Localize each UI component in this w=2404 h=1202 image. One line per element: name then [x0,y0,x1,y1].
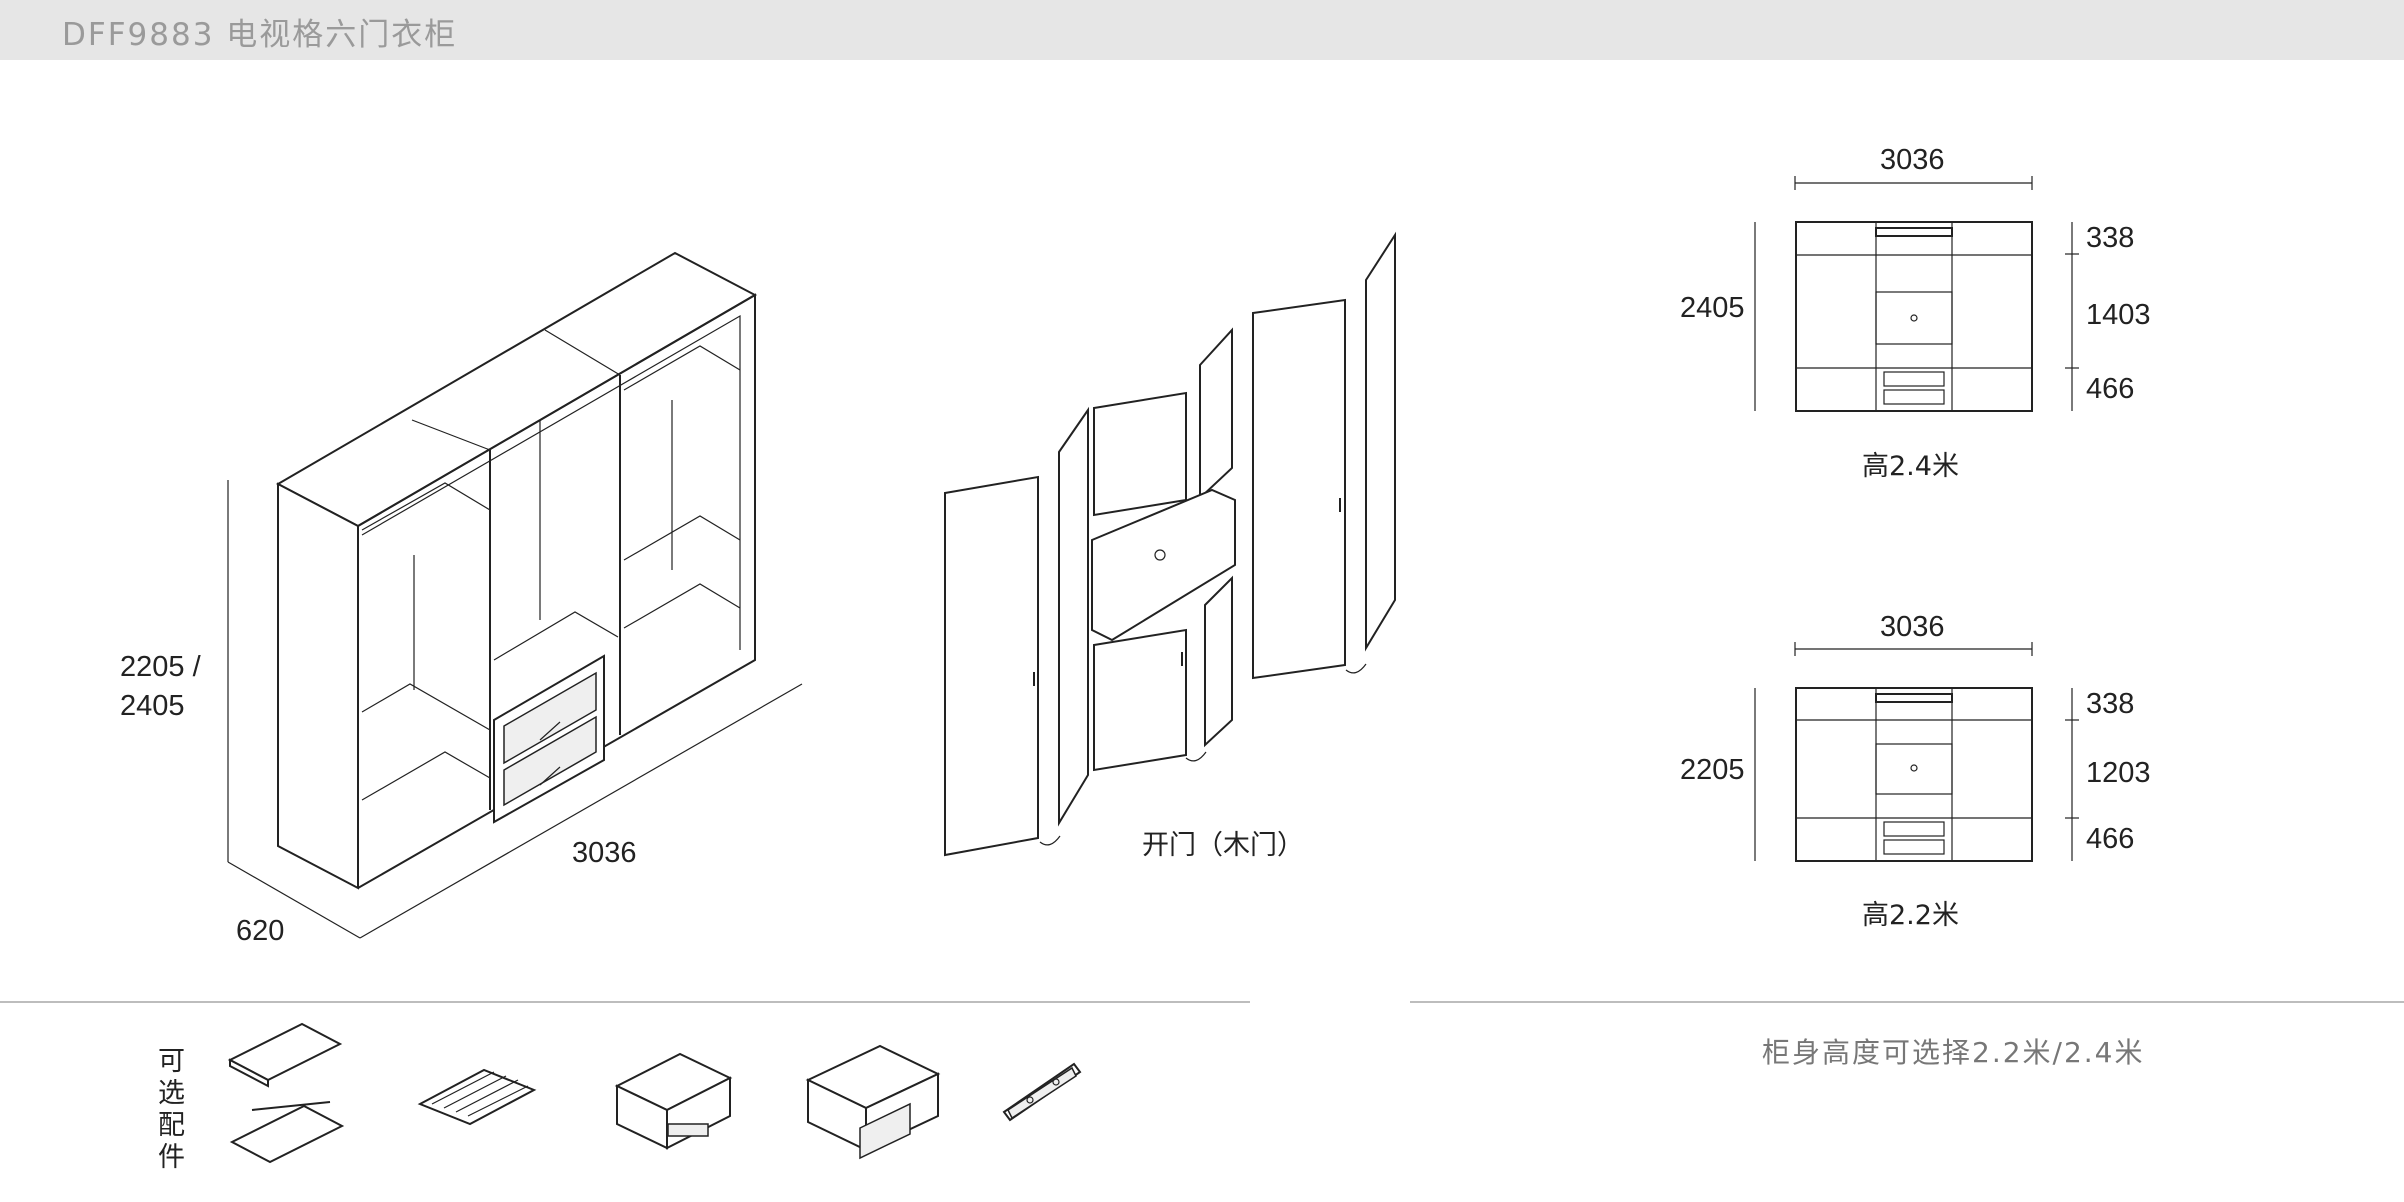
door-panel-upper-left [1093,391,1187,517]
rack-bar-3 [455,1079,519,1113]
height-label-tall: 2405 [1680,292,1745,324]
elevation-short: 3036 2205 338 1203 466 高2.2米 [1680,611,2151,931]
drawer-unit-drawer [859,1102,911,1160]
drawer-2-tall [1883,389,1945,405]
tray-drawer-icon [614,1052,733,1150]
tie-rack-inner [1007,1066,1077,1120]
seg-mid-short: 1203 [2086,757,2151,789]
door-panel-lower-left [1093,628,1187,772]
page-title: DFF9883 电视格六门衣柜 [62,17,458,53]
door-edge-lower [1204,575,1233,748]
width-label-short: 3036 [1880,611,1945,643]
exploded-doors: 开门（木门） [944,231,1396,861]
width-label-tall: 3036 [1880,144,1945,176]
width-label: 3036 [572,837,637,869]
left-bay-lower-shelf [361,751,491,801]
shelf-panels-icon [227,1022,345,1164]
drawer-2-short [1883,839,1945,855]
door-panel-right [1252,298,1346,680]
elevation-body-tall [1795,221,2033,412]
door-panel-1 [944,475,1039,857]
top-seam-left [411,419,491,451]
tv-box [1091,488,1236,642]
caption-tall: 高2.4米 [1862,451,1959,482]
tie-rack-screw-2 [1052,1078,1060,1086]
depth-dimension-line [227,861,361,939]
width-dimension-line [359,683,803,939]
elevation-body-short [1795,687,2033,862]
left-bay-top-shelf [361,482,491,531]
cabinet-left-side [277,482,359,890]
header-bar: DFF9883 电视格六门衣柜 [0,0,2404,60]
rack-bar-1 [431,1071,495,1105]
shelf-rail [251,1101,331,1111]
cabinet-top-face [275,251,758,528]
right-bay-shelf [623,515,741,561]
tie-rack-icon [1002,1062,1082,1122]
height-label-line1: 2205 / [120,651,202,683]
drawer-glass-mark-2 [539,766,561,786]
seg-bottom-tall: 466 [2086,373,2134,405]
middle-bay-shelf [493,611,619,661]
tie-rack-screw-1 [1026,1096,1034,1104]
depth-label: 620 [236,915,284,947]
door-edge-right [1365,231,1396,652]
right-bay-top-shelf [623,345,741,391]
shelf-panel-bottom [229,1104,345,1164]
drawer-glass-mark-1 [539,721,561,741]
caption-short: 高2.2米 [1862,900,1959,931]
top-seam-right [544,329,621,376]
isometric-wardrobe: 2205 / 2405 3036 620 [120,251,803,947]
drawer-1-short [1883,821,1945,837]
rack-bar-4 [467,1085,529,1117]
accessories-label-char-4: 件 [158,1142,185,1173]
tv-hole-tall [1910,314,1918,322]
tv-top-strip-short [1875,693,1953,703]
seg-top-short: 338 [2086,688,2134,720]
rack-bar-2 [443,1075,507,1109]
doors-caption: 开门（木门） [1142,830,1304,861]
hinge-arrow-2 [1185,751,1207,762]
tv-top-strip-tall [1875,227,1953,237]
shelf-panel-top-edge [229,1058,269,1088]
pull-out-rack-icon [417,1068,537,1126]
accessories-row: 可 选 配 件 [158,1022,1082,1173]
tv-frame-tall [1875,291,1953,345]
height-label-line2: 2405 [120,690,185,722]
seg-bottom-short: 466 [2086,823,2134,855]
hinge-arrow-3 [1345,663,1367,674]
right-bay-lower-shelf [623,583,741,629]
drawer-front-lower [503,715,597,807]
seg-mid-tall: 1403 [2086,299,2151,331]
drawer-1-tall [1883,371,1945,387]
height-label-short: 2205 [1680,754,1745,786]
door-edge-upper [1199,327,1233,501]
hinge-arrow-1 [1039,835,1061,846]
tray-pull [667,1123,709,1137]
seg-top-tall: 338 [2086,222,2134,254]
accessories-label-char-2: 选 [158,1078,185,1109]
left-bay-shelf [361,683,491,731]
drawer-unit-icon [805,1044,941,1160]
tv-frame-short [1875,743,1953,795]
elevation-tall: 3036 2405 338 1403 466 高2.4米 [1680,144,2151,482]
rack-frame [417,1068,537,1126]
accessories-label-char-3: 配 [158,1110,185,1141]
height-option-note: 柜身高度可选择2.2米/2.4米 [1762,1036,2145,1069]
accessories-label-char-1: 可 [158,1046,185,1077]
drawer-front-upper [503,671,597,765]
door-edge-1 [1058,406,1089,827]
cable-hole-icon [1154,549,1166,561]
cabinet-inner-edge [361,314,741,650]
tv-hole-short [1910,764,1918,772]
